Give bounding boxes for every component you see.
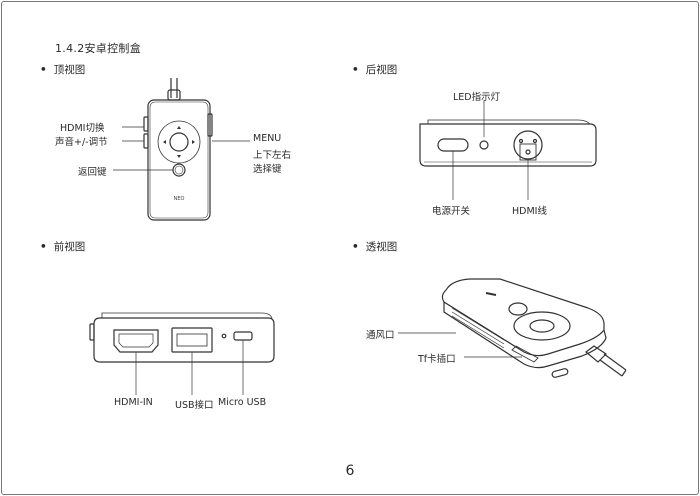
label-power-switch: 电源开关 (432, 206, 471, 217)
label-back-key: 返回键 (78, 167, 107, 178)
brand-mark: NEO (174, 196, 185, 202)
label-usb-port: USB接口 (175, 400, 214, 411)
label-hdmi-in: HDMI-IN (114, 397, 153, 408)
heading-rear-view: •后视图 (352, 64, 398, 76)
heading-top-view: •顶视图 (40, 64, 86, 76)
page-number: 6 (345, 463, 355, 479)
label-hdmi-switch: HDMI切换 (60, 123, 105, 134)
label-micro-usb: Micro USB (218, 397, 267, 408)
label-volume: 声音+/-调节 (55, 137, 108, 148)
heading-front-view: •前视图 (40, 241, 86, 253)
label-led: LED指示灯 (453, 92, 501, 103)
heading-perspective-view: •透视图 (352, 241, 398, 253)
section-title: 1.4.2安卓控制盒 (55, 42, 141, 55)
label-direction: 上下左右 (253, 150, 292, 161)
label-tf-slot: Tf卡插口 (418, 354, 456, 365)
label-select-key: 选择键 (253, 164, 282, 175)
label-hdmi-cable: HDMI线 (512, 206, 547, 217)
label-vent: 通风口 (366, 330, 395, 341)
label-menu: MENU (253, 133, 282, 144)
